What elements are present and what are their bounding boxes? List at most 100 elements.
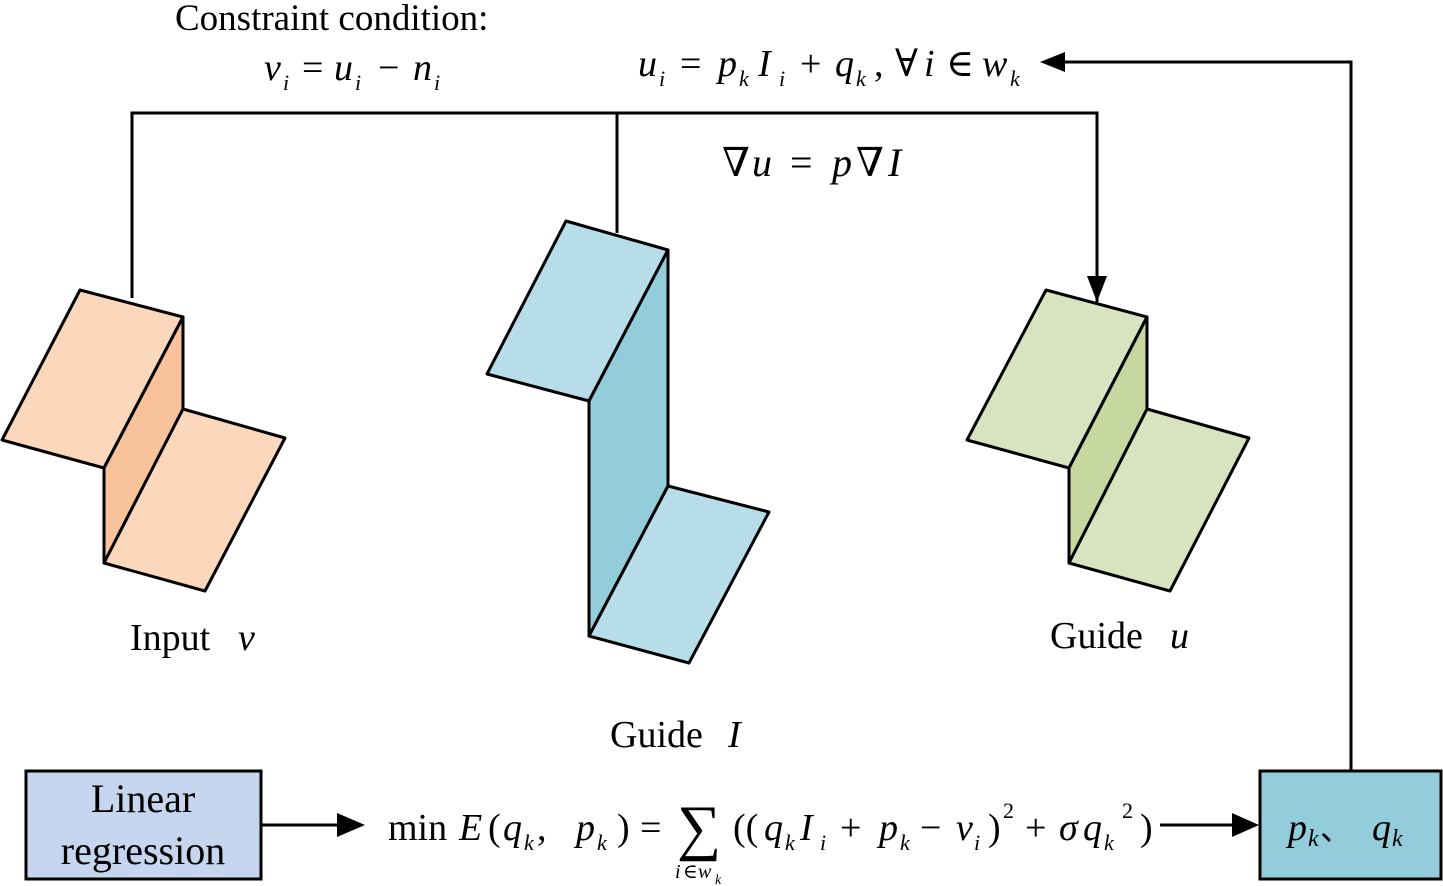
obj-sum-sub-k: k <box>715 873 722 886</box>
obj-sub-k: k <box>524 830 535 855</box>
obj-min: min <box>388 807 447 849</box>
obj-sub-k: k <box>1104 830 1115 855</box>
constraint-equation: v i = u i − n i <box>264 47 440 95</box>
obj-sum-sub-w: w <box>698 861 712 883</box>
obj-p: p <box>876 807 898 849</box>
eq-minus: − <box>378 47 399 89</box>
obj-sum-sub-i: i <box>675 861 681 883</box>
obj-sub-i: i <box>820 830 826 855</box>
model-sub-i: i <box>779 66 785 91</box>
eq-var-n: n <box>413 47 432 89</box>
guideu-label-var: u <box>1170 615 1189 657</box>
params-sub-k: k <box>1392 826 1403 852</box>
eq-sub-i: i <box>434 70 440 95</box>
model-forall: ∀ <box>895 43 918 85</box>
obj-q: q <box>503 807 522 849</box>
obj-close: ) <box>617 807 630 849</box>
arrowhead-regression <box>337 813 365 837</box>
objective-equation: min E ( q k , p k ) = ∑ i ∈ w k (( q k I… <box>388 794 1153 886</box>
grad-var-I: I <box>887 140 903 185</box>
grad-var-p: p <box>829 140 852 185</box>
eq-sign: = <box>302 47 323 89</box>
params-var-q: q <box>1372 807 1391 849</box>
eq-sub-i: i <box>283 70 289 95</box>
obj-comma: , <box>537 807 547 849</box>
params-var-p: p <box>1285 807 1307 849</box>
obj-E: E <box>458 807 482 849</box>
obj-close2: ) <box>1140 807 1153 849</box>
model-in: ∈ <box>946 43 974 85</box>
obj-q: q <box>764 807 783 849</box>
regression-label-line1: Linear <box>91 776 195 821</box>
grad-nabla: ∇ <box>856 140 884 185</box>
obj-square: 2 <box>1122 798 1133 823</box>
eq-var-v: v <box>264 47 281 89</box>
obj-open: ( <box>488 807 501 849</box>
guide-u-shape <box>965 288 1251 593</box>
model-var-I: I <box>757 43 773 85</box>
params-separator: 、 <box>1320 811 1352 847</box>
model-var-u: u <box>638 43 657 85</box>
guideI-label-text: Guide <box>610 714 703 756</box>
model-var-w: w <box>982 43 1008 85</box>
linear-regression-box <box>24 769 263 881</box>
obj-close1: ) <box>988 807 1001 849</box>
local-linear-model-equation: u i = p k I i + q k , ∀ i ∈ w k <box>638 43 1021 91</box>
guideI-bottom-face <box>587 484 771 665</box>
eq-sub-i: i <box>355 70 361 95</box>
obj-p: p <box>573 807 595 849</box>
obj-sub-k: k <box>597 830 608 855</box>
model-sub-i: i <box>659 66 665 91</box>
connector-top <box>130 111 1099 302</box>
model-sub-k: k <box>1010 66 1021 91</box>
input-v-shape <box>0 288 287 593</box>
eq-var-u: u <box>334 47 353 89</box>
connector-feedback <box>1065 60 1353 770</box>
obj-open2: (( <box>733 807 758 849</box>
arrowhead-left <box>1040 52 1065 72</box>
arrowhead-params <box>1232 813 1259 837</box>
model-var-p: p <box>715 43 737 85</box>
obj-q: q <box>1083 807 1102 849</box>
guideu-bottom-face <box>1067 407 1251 593</box>
obj-sum: ∑ <box>677 794 721 862</box>
model-var-q: q <box>835 43 854 85</box>
params-box <box>1258 769 1443 881</box>
input-label-var: v <box>238 617 255 659</box>
obj-eq: = <box>640 807 661 849</box>
obj-sigma: σ <box>1059 807 1079 849</box>
obj-v: v <box>956 807 973 849</box>
obj-square: 2 <box>1003 798 1014 823</box>
obj-sub-k: k <box>900 830 911 855</box>
obj-minus: − <box>920 807 941 849</box>
regression-label-line2: regression <box>61 828 225 873</box>
input-v-label: Input v <box>130 617 255 659</box>
obj-plus: + <box>840 807 861 849</box>
model-eq: = <box>680 43 701 85</box>
grad-nabla: ∇ <box>722 140 750 185</box>
input-bottom-face <box>102 407 287 593</box>
params-sub-k: k <box>1308 826 1319 852</box>
guide-I-shape <box>485 219 771 665</box>
guideu-label-text: Guide <box>1050 615 1143 657</box>
obj-I: I <box>799 807 815 849</box>
obj-plus: + <box>1025 807 1046 849</box>
model-var-i: i <box>924 43 935 85</box>
obj-sub-i: i <box>974 830 980 855</box>
arrowhead-down <box>1087 276 1107 302</box>
obj-sub-k: k <box>785 830 796 855</box>
model-comma: , <box>874 43 884 85</box>
model-sub-k: k <box>856 66 867 91</box>
guide-I-label: Guide I <box>610 714 743 756</box>
guideI-label-var: I <box>727 714 743 756</box>
constraint-title: Constraint condition: <box>175 0 488 39</box>
model-sub-k: k <box>739 66 750 91</box>
grad-eq: = <box>790 140 813 185</box>
model-plus: + <box>800 43 821 85</box>
obj-sum-sub-in: ∈ <box>683 861 698 883</box>
params-label: p k 、 q k <box>1285 807 1403 852</box>
grad-var-u: u <box>752 140 772 185</box>
guide-u-label: Guide u <box>1050 615 1189 657</box>
input-label-text: Input <box>130 617 211 659</box>
